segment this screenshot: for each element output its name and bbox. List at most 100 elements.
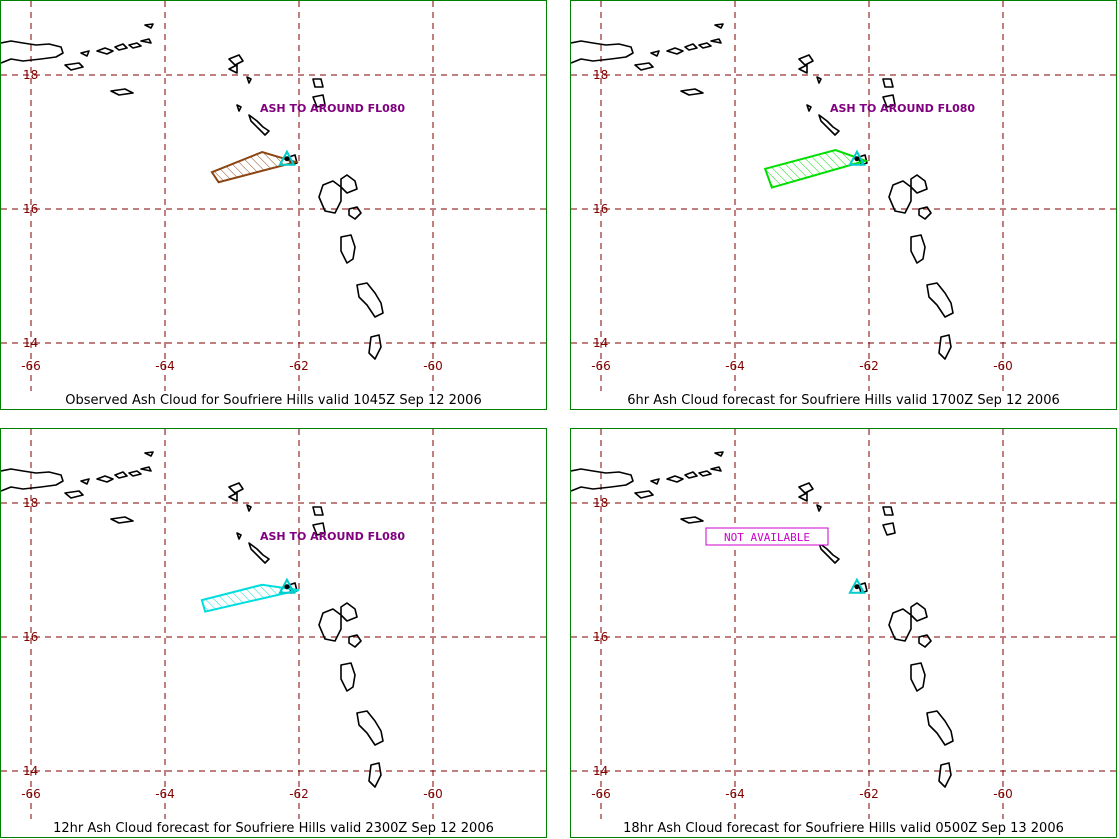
latitude-tick-label: 18 <box>593 68 608 82</box>
barbuda-outline <box>312 506 324 516</box>
volcano-dot-icon <box>284 584 290 590</box>
culebra-outline <box>650 50 660 57</box>
st-lucia-outline <box>368 334 382 360</box>
st-kitts-outline <box>248 114 270 136</box>
anguilla-outline <box>798 54 814 66</box>
anguilla-outline <box>228 482 244 494</box>
latitude-tick-label: 16 <box>593 202 608 216</box>
antigua-outline <box>882 94 896 108</box>
longitude-tick-label: -64 <box>725 359 745 373</box>
marie-galante-outline <box>348 634 362 648</box>
dominica-outline <box>910 662 926 692</box>
st-martin-outline <box>228 492 238 502</box>
st-barth-outline <box>816 76 822 84</box>
latitude-tick-label: 14 <box>23 764 38 778</box>
latitude-tick-label: 16 <box>23 630 38 644</box>
st-croix-outline <box>680 88 704 96</box>
ash-cloud-polygon <box>210 150 300 184</box>
st-martin-outline <box>798 64 808 74</box>
puerto-rico-outline <box>1 40 64 64</box>
marie-galante-outline <box>918 206 932 220</box>
antigua-outline <box>312 522 326 536</box>
guadeloupe-outline <box>888 174 928 214</box>
guadeloupe-outline <box>888 602 928 642</box>
longitude-tick-label: -60 <box>423 359 443 373</box>
st-barth-outline <box>816 504 822 512</box>
latitude-tick-label: 18 <box>593 496 608 510</box>
longitude-tick-label: -62 <box>859 359 879 373</box>
virgin-islands-outline <box>96 23 154 55</box>
volcano-triangle-icon <box>278 149 296 166</box>
dominica-outline <box>910 234 926 264</box>
culebra-outline <box>80 50 90 57</box>
puerto-rico-outline <box>1 468 64 492</box>
volcano-triangle-icon <box>278 577 296 594</box>
montserrat-outline <box>858 582 868 594</box>
longitude-tick-label: -66 <box>591 359 611 373</box>
latitude-tick-label: 14 <box>23 336 38 350</box>
longitude-tick-label: -64 <box>155 787 175 801</box>
martinique-outline <box>356 710 384 746</box>
st-barth-outline <box>246 76 252 84</box>
latitude-tick-label: 14 <box>593 764 608 778</box>
not-available-box <box>705 527 829 546</box>
longitude-tick-label: -64 <box>155 359 175 373</box>
latitude-tick-label: 16 <box>23 202 38 216</box>
volcano-dot-icon <box>854 156 860 162</box>
panel-caption: 6hr Ash Cloud forecast for Soufriere Hil… <box>627 393 1060 408</box>
volcano-dot-icon <box>284 156 290 162</box>
culebra-outline <box>80 478 90 485</box>
st-kitts-outline <box>818 114 840 136</box>
ash-height-annotation: ASH TO AROUND FL080 <box>260 102 405 115</box>
barbuda-outline <box>882 506 894 516</box>
latitude-tick-label: 16 <box>593 630 608 644</box>
culebra-outline <box>650 478 660 485</box>
puerto-rico-outline <box>571 40 634 64</box>
st-martin-outline <box>228 64 238 74</box>
saba-outline <box>236 532 242 540</box>
longitude-tick-label: -60 <box>423 787 443 801</box>
virgin-islands-outline <box>666 23 724 55</box>
ash-cloud-polygon <box>200 583 300 613</box>
marie-galante-outline <box>918 634 932 648</box>
ash-cloud-polygon <box>763 148 869 189</box>
st-martin-outline <box>798 492 808 502</box>
longitude-tick-label: -66 <box>21 359 41 373</box>
st-lucia-outline <box>938 334 952 360</box>
vieques-outline <box>634 62 654 71</box>
dominica-outline <box>340 662 356 692</box>
longitude-tick-label: -66 <box>21 787 41 801</box>
longitude-tick-label: -60 <box>993 787 1013 801</box>
not-available-label: NOT AVAILABLE <box>724 531 810 544</box>
dominica-outline <box>340 234 356 264</box>
antigua-outline <box>312 94 326 108</box>
barbuda-outline <box>312 78 324 88</box>
st-barth-outline <box>246 504 252 512</box>
vieques-outline <box>634 490 654 499</box>
martinique-outline <box>356 282 384 318</box>
latitude-tick-label: 14 <box>593 336 608 350</box>
anguilla-outline <box>228 54 244 66</box>
panel-caption: 18hr Ash Cloud forecast for Soufriere Hi… <box>623 821 1064 836</box>
martinique-outline <box>926 710 954 746</box>
antigua-outline <box>882 522 896 536</box>
vieques-outline <box>64 62 84 71</box>
panel-caption: 12hr Ash Cloud forecast for Soufriere Hi… <box>53 821 494 836</box>
barbuda-outline <box>882 78 894 88</box>
longitude-tick-label: -64 <box>725 787 745 801</box>
longitude-tick-label: -62 <box>859 787 879 801</box>
st-kitts-outline <box>818 542 840 564</box>
longitude-tick-label: -60 <box>993 359 1013 373</box>
st-lucia-outline <box>938 762 952 788</box>
virgin-islands-outline <box>96 451 154 483</box>
ash-height-annotation: ASH TO AROUND FL080 <box>830 102 975 115</box>
volcano-triangle-icon <box>848 577 866 594</box>
volcano-dot-icon <box>854 584 860 590</box>
longitude-tick-label: -62 <box>289 787 309 801</box>
saba-outline <box>236 104 242 112</box>
